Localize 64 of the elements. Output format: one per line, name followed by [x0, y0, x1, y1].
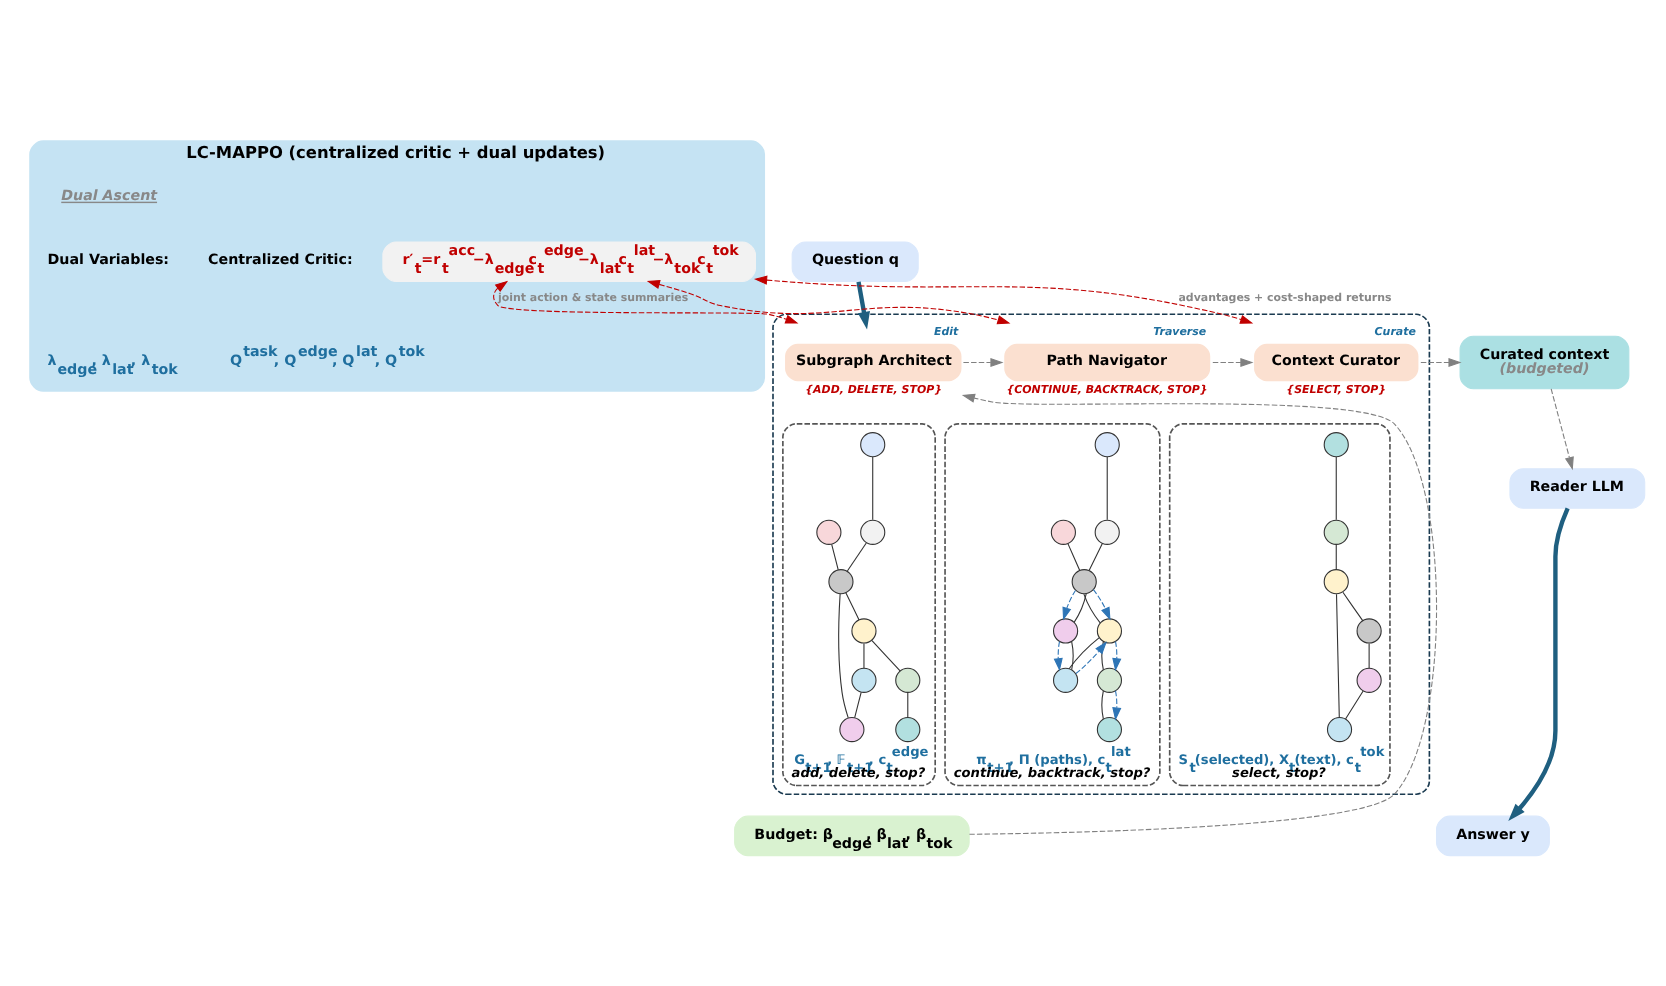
- connector: [872, 455, 874, 520]
- node-circle: [828, 568, 854, 594]
- node-circle: [1053, 617, 1079, 643]
- connector: [1071, 640, 1074, 670]
- node-circle: [1323, 518, 1349, 544]
- arrow: [856, 280, 870, 329]
- connector: [1088, 541, 1103, 571]
- connector: [907, 691, 909, 718]
- arrow: [754, 274, 1254, 323]
- arrow: [1212, 356, 1254, 367]
- node-circle: [1356, 617, 1382, 643]
- connector: [1342, 590, 1364, 621]
- connector: [1101, 640, 1104, 670]
- connector: [863, 641, 865, 668]
- node-circle: [1096, 666, 1122, 692]
- arrow: [493, 279, 799, 323]
- connector: [1073, 592, 1087, 622]
- connector: [1335, 592, 1340, 718]
- node-circle: [860, 518, 886, 544]
- node-circle: [1094, 518, 1120, 544]
- arrow: [1092, 588, 1111, 620]
- node-circle: [895, 716, 921, 742]
- node-circle: [1323, 431, 1349, 457]
- node-circle: [1326, 716, 1353, 742]
- node-circle: [851, 666, 877, 692]
- node-circle: [1096, 716, 1122, 742]
- node-circle: [1050, 518, 1076, 544]
- connector: [838, 592, 849, 718]
- node-circle: [1323, 568, 1349, 594]
- arrow: [1053, 640, 1063, 671]
- connector: [1068, 636, 1100, 669]
- node-circle: [1094, 431, 1120, 457]
- node-circle: [1053, 666, 1079, 692]
- connector: [846, 541, 867, 571]
- connector: [1335, 543, 1337, 570]
- connector: [1344, 689, 1364, 719]
- node-circle: [816, 518, 842, 544]
- arrow: [1420, 356, 1462, 367]
- arrow: [1508, 506, 1570, 820]
- connector: [1368, 641, 1370, 668]
- arrow: [646, 279, 1011, 324]
- node-circle: [1356, 666, 1382, 692]
- node-circle: [860, 431, 886, 457]
- arrow: [1062, 589, 1077, 620]
- connector: [831, 542, 839, 570]
- arrow: [1075, 640, 1107, 674]
- connector: [1083, 592, 1101, 623]
- connector: [1067, 542, 1081, 570]
- connector: [1335, 455, 1337, 520]
- arrow: [1112, 640, 1122, 671]
- arrow: [962, 356, 1004, 367]
- node-circle: [1071, 568, 1097, 594]
- node-circle: [1096, 617, 1122, 643]
- node-circle: [895, 666, 921, 692]
- connector: [1106, 455, 1108, 520]
- node-circle: [851, 617, 877, 643]
- arrow: [1550, 387, 1574, 470]
- connector: [871, 639, 901, 671]
- arrow: [1112, 689, 1122, 720]
- connector: [854, 690, 862, 718]
- connector: [845, 591, 860, 620]
- node-circle: [839, 716, 865, 742]
- arrow: [961, 392, 1438, 834]
- connector: [1101, 689, 1104, 719]
